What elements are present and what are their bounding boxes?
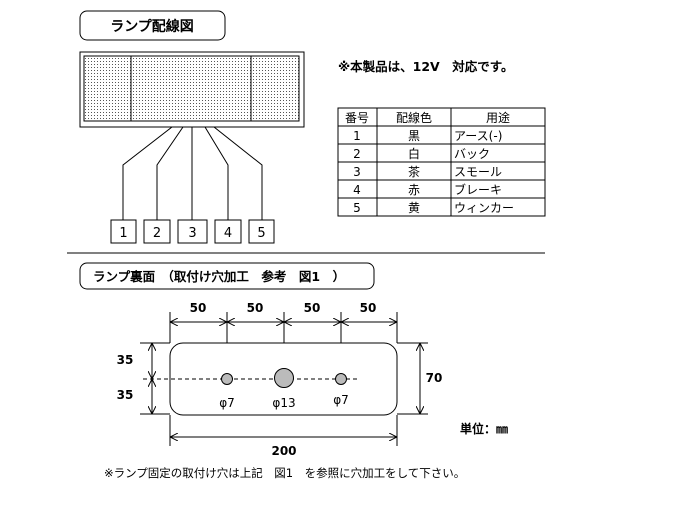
table-cell: 2 — [353, 147, 361, 161]
table-cell: 5 — [353, 201, 361, 215]
table-cell: 茶 — [408, 164, 420, 179]
dim-left-1: 35 — [117, 353, 134, 367]
terminal-3: 3 — [188, 226, 196, 241]
terminal-1: 1 — [119, 226, 127, 241]
back-title: ランプ裏面 （取付け穴加工 参考 図1 ） — [93, 269, 345, 284]
bottom-dimension — [169, 415, 398, 446]
table-header-color: 配線色 — [396, 110, 432, 125]
dim-top-2: 50 — [247, 301, 264, 315]
table-cell: 3 — [353, 165, 361, 179]
table-cell: バック — [454, 147, 490, 161]
table-header-usage: 用途 — [486, 110, 510, 125]
left-dimension — [140, 342, 170, 415]
lamp-right-section — [250, 55, 300, 122]
table-cell: 4 — [353, 183, 361, 197]
lamp-left-section — [83, 55, 132, 122]
table-cell: アース(-) — [454, 129, 502, 143]
table-cell: 白 — [408, 146, 420, 161]
wire-4 — [204, 126, 229, 220]
table-header-number: 番号 — [345, 111, 369, 125]
hole-label-center: φ13 — [272, 396, 295, 410]
right-dimension — [397, 342, 428, 415]
wire-5 — [213, 126, 263, 220]
dim-top-4: 50 — [360, 301, 377, 315]
table-cell: ウィンカー — [454, 201, 514, 215]
table-cell: 黄 — [408, 201, 420, 215]
wire-2 — [156, 126, 184, 220]
unit-label: 単位：㎜ — [460, 421, 508, 436]
dim-top-1: 50 — [190, 301, 207, 315]
wiring-title-box — [79, 10, 226, 41]
terminals: 1 2 3 4 5 — [110, 219, 275, 244]
table-cell: 赤 — [408, 183, 420, 197]
hole-center — [274, 368, 294, 388]
dim-top-3: 50 — [304, 301, 321, 315]
dim-height: 70 — [426, 371, 443, 385]
hole-label-left: φ7 — [219, 396, 235, 410]
table-cell: 1 — [353, 129, 361, 143]
voltage-note: ※本製品は、12V 対応です。 — [338, 59, 513, 74]
wire-1 — [122, 126, 173, 220]
table-cell: ブレーキ — [454, 182, 502, 197]
wiring-table: 番号 配線色 用途 1 黒 アース(-) 2 白 バック 3 茶 スモール 4 … — [337, 107, 546, 217]
dim-width: 200 — [271, 444, 296, 458]
back-title-box — [79, 262, 375, 290]
table-cell: 黒 — [408, 129, 420, 143]
table-cell: スモール — [454, 165, 502, 179]
wires — [122, 126, 263, 220]
terminal-2: 2 — [153, 226, 161, 241]
dim-left-2: 35 — [117, 388, 134, 402]
hole-left — [221, 373, 233, 385]
wiring-title: ランプ配線図 — [110, 18, 194, 35]
hole-label-right: φ7 — [333, 393, 349, 407]
terminal-4: 4 — [224, 226, 232, 241]
lamp-center-section — [130, 55, 252, 122]
terminal-5: 5 — [257, 226, 265, 241]
hole-right — [335, 373, 347, 385]
footnote: ※ランプ固定の取付け穴は上記 図1 を参照に穴加工をして下さい。 — [104, 466, 465, 480]
lamp-front — [79, 51, 305, 128]
